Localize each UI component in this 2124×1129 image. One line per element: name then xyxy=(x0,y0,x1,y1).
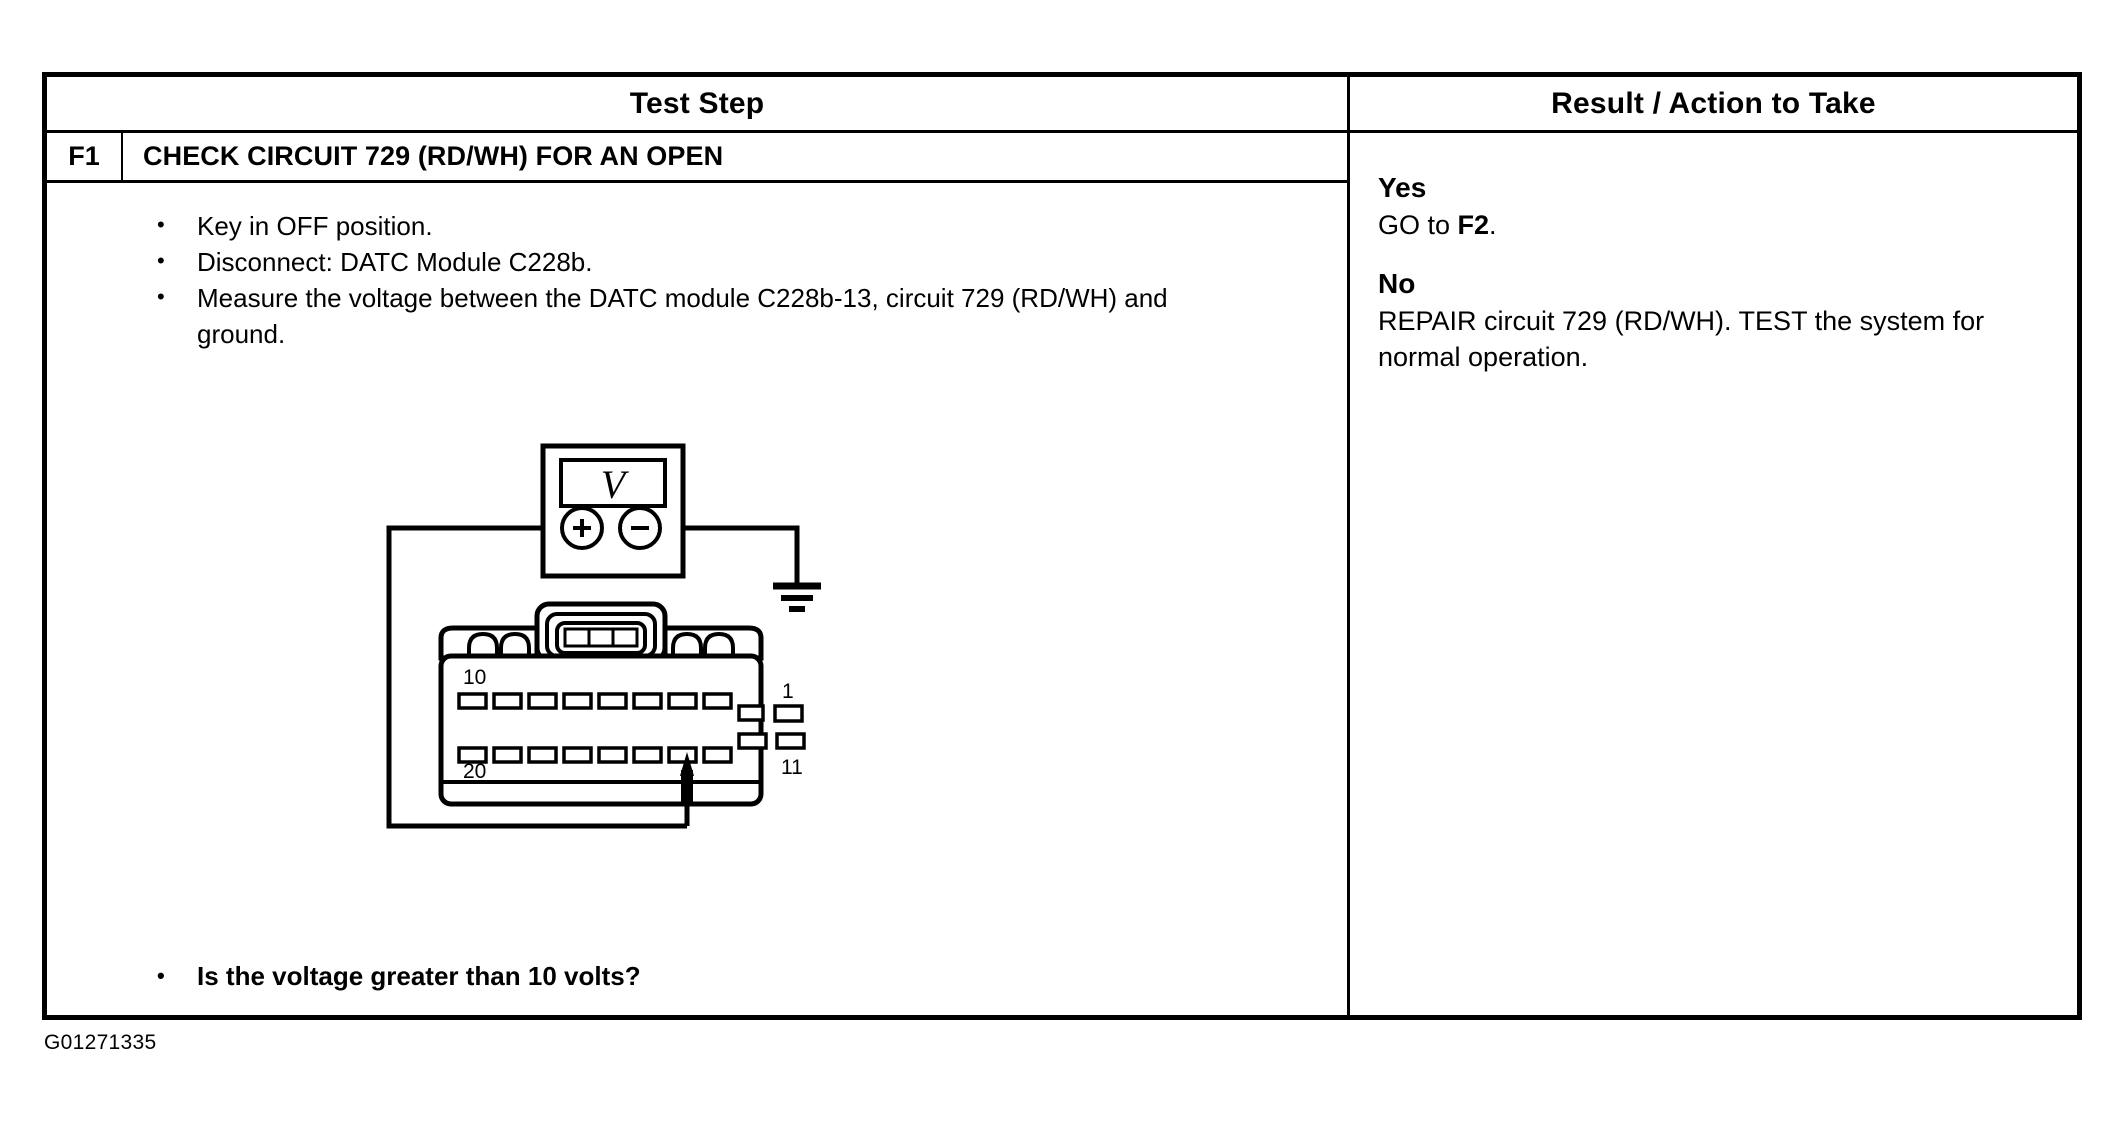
test-probe-arrow xyxy=(680,752,694,826)
connector-ribs xyxy=(467,631,735,658)
step-title-cell: CHECK CIRCUIT 729 (RD/WH) FOR AN OPEN xyxy=(143,141,724,171)
column-divider xyxy=(1347,77,1350,1015)
test-lead-wire xyxy=(386,525,687,829)
result-yes-target: F2 xyxy=(1457,210,1490,240)
result-action-body: Yes GO to F2. No REPAIR circuit 729 (RD/… xyxy=(1350,133,2077,1015)
figure-id-caption: G01271335 xyxy=(44,1031,157,1054)
column-header-test-step: Test Step xyxy=(629,86,765,120)
diagnostic-table: Test Step Result / Action to Take F1 CHE… xyxy=(42,72,2082,1020)
result-yes-suffix: . xyxy=(1489,210,1497,240)
connector-bottom-row-offset-cavities xyxy=(737,732,806,750)
instruction-list: Key in OFF position. Disconnect: DATC Mo… xyxy=(47,186,1347,352)
voltmeter-body: V xyxy=(540,443,686,579)
result-label-no: No xyxy=(1378,268,1416,299)
column-header-result-action: Result / Action to Take xyxy=(1551,86,1876,120)
voltmeter-connector-diagram: V xyxy=(386,443,821,829)
connector-top-row-cavities xyxy=(457,692,733,710)
test-step-body: Key in OFF position. Disconnect: DATC Mo… xyxy=(47,186,1347,1015)
result-text-no: REPAIR circuit 729 (RD/WH). TEST the sys… xyxy=(1378,306,1985,372)
result-yes-prefix: GO to xyxy=(1378,210,1458,240)
pin-label-20: 20 xyxy=(463,760,486,783)
pin-label-10: 10 xyxy=(463,666,486,689)
list-item: Disconnect: DATC Module C228b. xyxy=(157,243,1207,280)
voltmeter-display xyxy=(559,458,667,508)
list-item: Measure the voltage between the DATC mod… xyxy=(157,279,1207,352)
result-label-yes: Yes xyxy=(1378,172,1427,203)
result-spacer xyxy=(1378,243,2047,265)
step-id-cell: F1 xyxy=(47,133,123,180)
step-question: Is the voltage greater than 10 volts? xyxy=(157,959,641,993)
table-header-row: Test Step Result / Action to Take xyxy=(47,77,2077,133)
connector-top-row-offset-cavities xyxy=(737,704,804,723)
connector-bottom-row-cavities xyxy=(457,746,733,764)
voltmeter-display-symbol: V xyxy=(601,462,630,507)
pin-label-1: 1 xyxy=(782,680,794,703)
test-figure: V xyxy=(377,426,1017,846)
pin-label-11: 11 xyxy=(781,756,803,779)
result-text-yes: GO to F2. xyxy=(1378,207,2047,243)
ground-icon xyxy=(773,582,821,612)
connector-latch xyxy=(534,601,668,663)
plus-icon xyxy=(573,519,591,537)
step-title-row: F1 CHECK CIRCUIT 729 (RD/WH) FOR AN OPEN xyxy=(47,133,1347,183)
ground-lead-wire xyxy=(649,525,800,584)
list-item: Key in OFF position. xyxy=(157,207,1207,244)
